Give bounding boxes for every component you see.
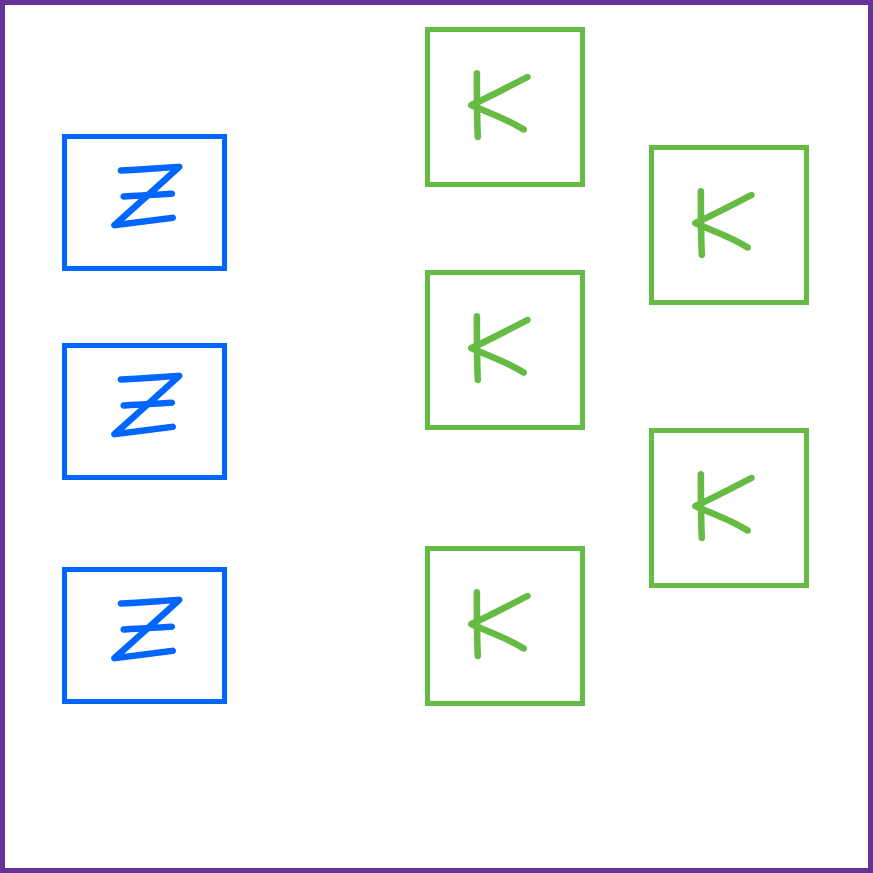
handwritten-k-icon: [467, 312, 531, 384]
handwritten-k-icon: [691, 470, 755, 542]
z-card: Z: [62, 567, 227, 704]
handwritten-z-icon: [111, 372, 183, 438]
handwritten-k-icon: [467, 588, 531, 660]
handwritten-z-icon: [111, 596, 183, 662]
k-card: K: [649, 428, 809, 588]
handwritten-z-icon: [111, 163, 183, 229]
k-card: K: [425, 27, 585, 187]
z-card: Z: [62, 134, 227, 271]
k-card: K: [425, 546, 585, 706]
handwritten-k-icon: [691, 187, 755, 259]
k-card: K: [649, 145, 809, 305]
z-card: Z: [62, 343, 227, 480]
handwritten-k-icon: [467, 69, 531, 141]
k-card: K: [425, 270, 585, 430]
